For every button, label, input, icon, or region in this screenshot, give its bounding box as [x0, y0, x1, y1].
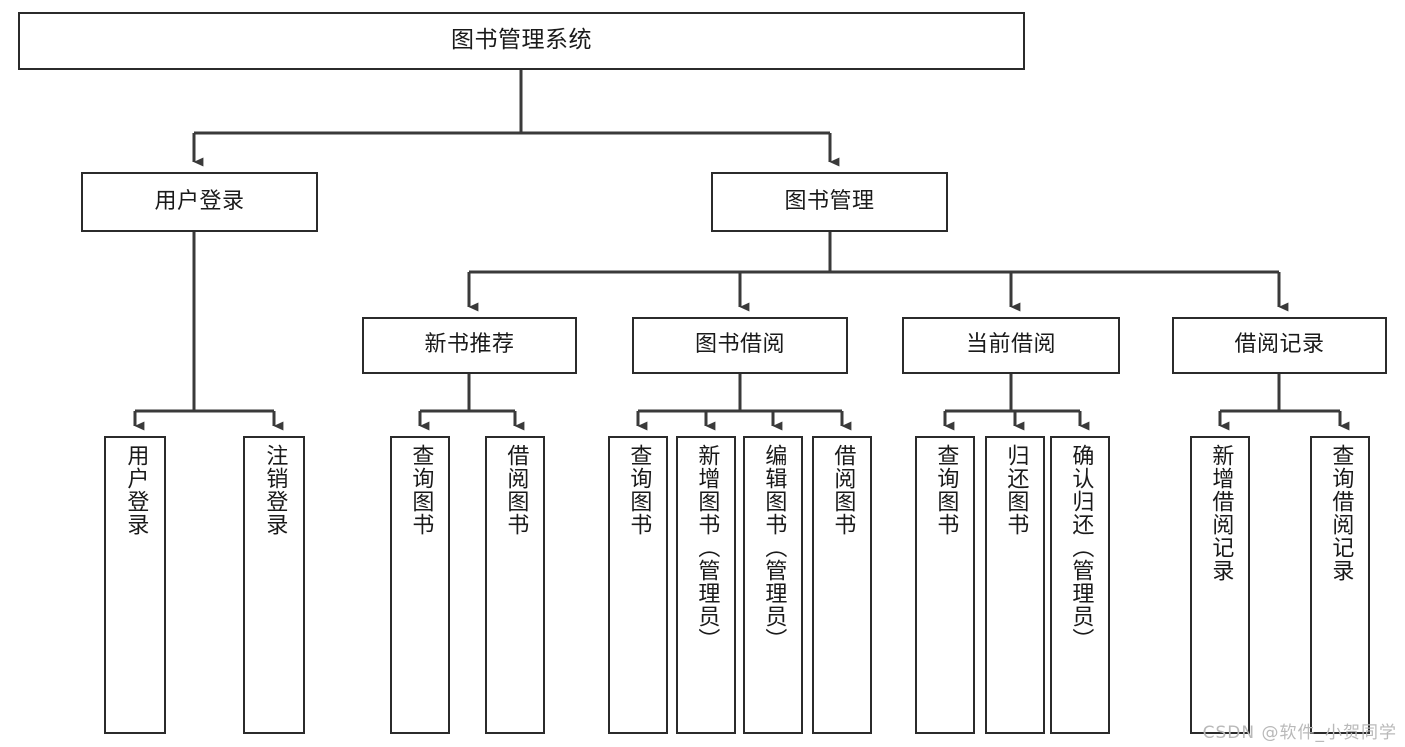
- node-new-book-recommend[interactable]: 新书推荐: [362, 317, 577, 374]
- node-label: 查询图书: [408, 444, 434, 536]
- node-root-system[interactable]: 图书管理系统: [18, 12, 1025, 70]
- node-book-borrow[interactable]: 图书借阅: [632, 317, 848, 374]
- node-label: 图书管理: [784, 188, 875, 214]
- node-label: 借阅图书: [503, 444, 529, 536]
- node-borrow-record[interactable]: 借阅记录: [1172, 317, 1387, 374]
- node-label: 注销登录: [262, 444, 288, 536]
- node-label: 图书借阅: [694, 332, 785, 358]
- node-label: 确认归还（管理员）: [1068, 444, 1094, 651]
- node-leaf-add-book[interactable]: 新增图书（管理员）: [676, 436, 736, 734]
- node-leaf-borrow-book[interactable]: 借阅图书: [812, 436, 872, 734]
- node-label: 借阅图书: [830, 444, 856, 536]
- node-leaf-add-borrow-record[interactable]: 新增借阅记录: [1190, 436, 1250, 734]
- node-leaf-return-book[interactable]: 归还图书: [985, 436, 1045, 734]
- node-label: 图书管理系统: [451, 27, 592, 54]
- node-label: 当前借阅: [965, 332, 1056, 358]
- node-label: 用户登录: [123, 444, 149, 536]
- node-leaf-query-book-borrow[interactable]: 查询图书: [608, 436, 668, 734]
- node-leaf-logout-login[interactable]: 注销登录: [243, 436, 305, 734]
- node-leaf-user-login[interactable]: 用户登录: [104, 436, 166, 734]
- node-leaf-confirm-return[interactable]: 确认归还（管理员）: [1050, 436, 1110, 734]
- node-leaf-query-book-current[interactable]: 查询图书: [915, 436, 975, 734]
- watermark-text: CSDN @软件_小贺同学: [1202, 723, 1397, 743]
- node-current-borrow[interactable]: 当前借阅: [902, 317, 1120, 374]
- node-label: 用户登录: [154, 188, 245, 214]
- node-leaf-edit-book[interactable]: 编辑图书（管理员）: [743, 436, 803, 734]
- node-leaf-query-borrow-record[interactable]: 查询借阅记录: [1310, 436, 1370, 734]
- node-label: 编辑图书（管理员）: [761, 444, 787, 651]
- node-label: 查询图书: [933, 444, 959, 536]
- node-label: 查询借阅记录: [1328, 444, 1354, 582]
- node-label: 新增借阅记录: [1208, 444, 1234, 582]
- node-label: 归还图书: [1003, 444, 1029, 536]
- node-label: 借阅记录: [1234, 332, 1325, 358]
- node-label: 新增图书（管理员）: [694, 444, 720, 651]
- node-book-management[interactable]: 图书管理: [711, 172, 948, 232]
- node-label: 新书推荐: [424, 332, 515, 358]
- node-leaf-query-book-recommend[interactable]: 查询图书: [390, 436, 450, 734]
- node-label: 查询图书: [626, 444, 652, 536]
- node-leaf-borrow-book-recommend[interactable]: 借阅图书: [485, 436, 545, 734]
- node-user-login[interactable]: 用户登录: [81, 172, 318, 232]
